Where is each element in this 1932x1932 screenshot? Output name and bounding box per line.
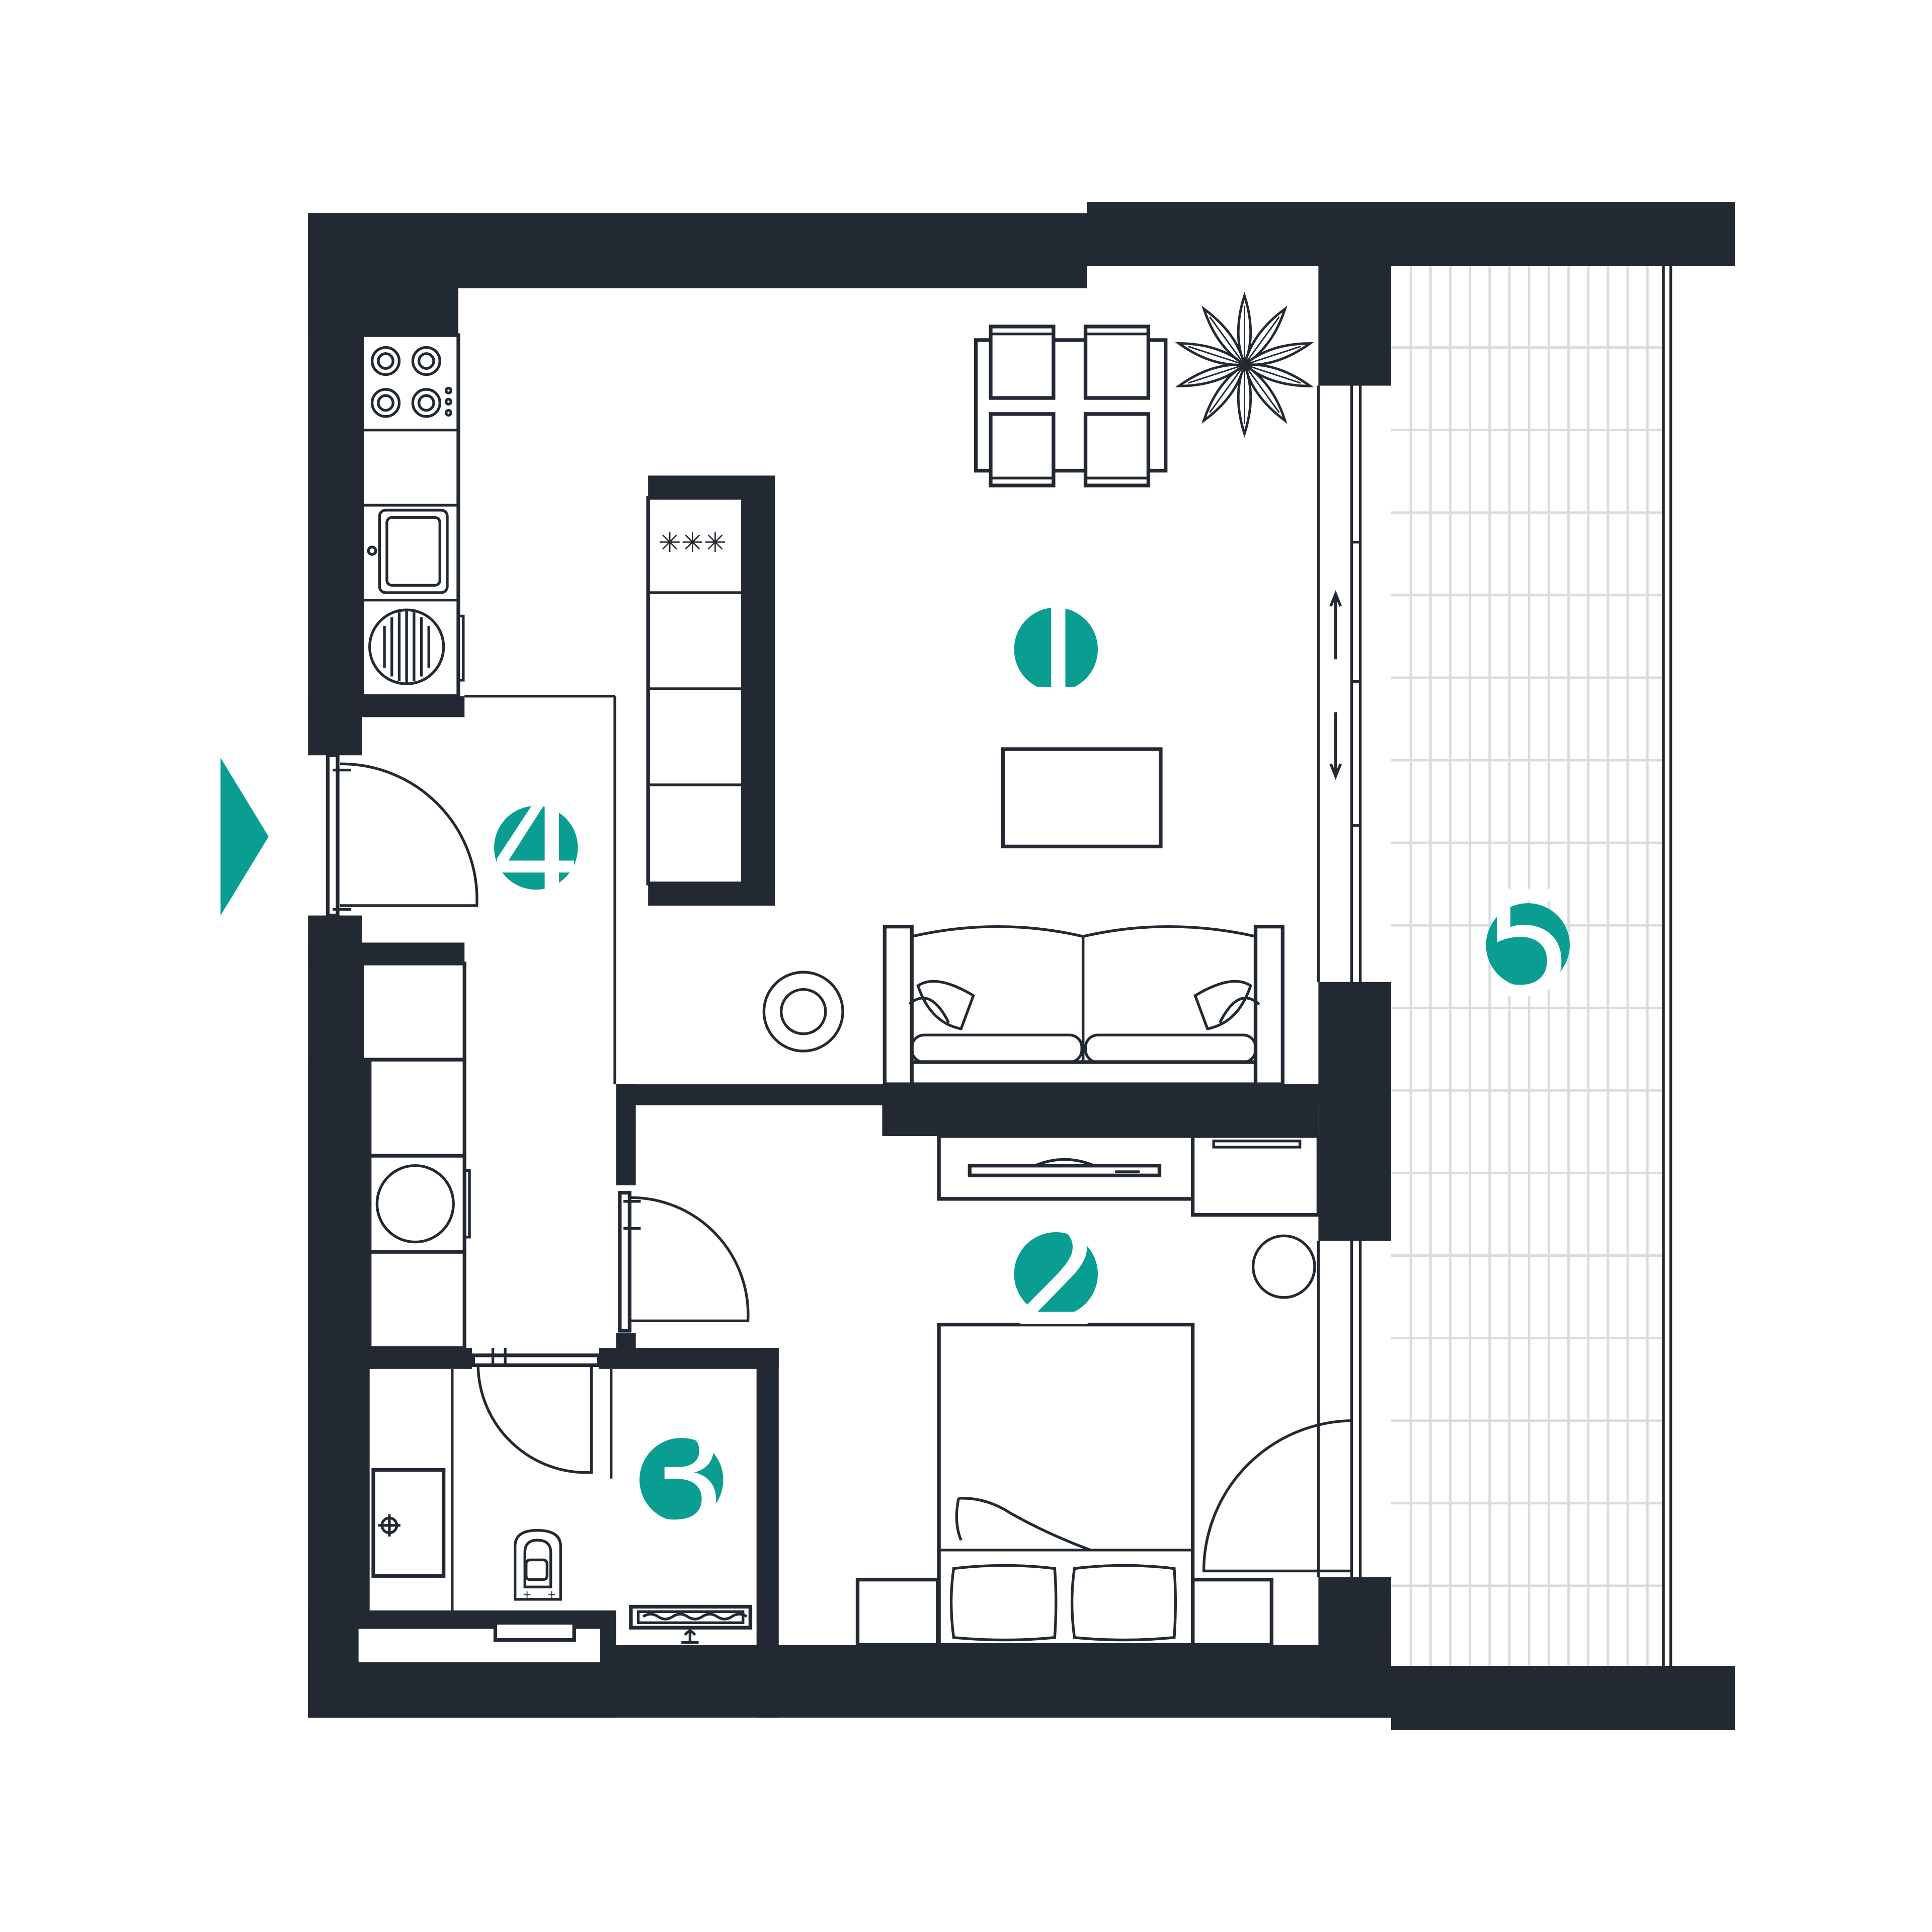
room-badge-5[interactable]: 5 — [1482, 860, 1574, 1029]
bedroom-stool — [1251, 1234, 1316, 1299]
plant-icon — [1175, 291, 1314, 438]
washing-machine-icon — [368, 608, 465, 685]
entrance-arrow-icon — [220, 758, 269, 916]
kitchen-island: ✳✳✳ — [646, 496, 745, 886]
room-number-3: 3 — [635, 1395, 728, 1564]
double-bed — [855, 1322, 1274, 1647]
hallway-cabinet — [360, 961, 471, 1350]
cooktop-icon: ✳✳✳ — [659, 527, 727, 558]
living-sliding-door[interactable] — [1317, 385, 1362, 982]
tv-unit — [937, 1134, 1195, 1201]
svg-text:+: + — [522, 1588, 531, 1601]
faucet-icon — [378, 1514, 400, 1537]
desk — [1190, 1134, 1321, 1217]
kitchen-counter — [360, 333, 465, 698]
entrance-door[interactable] — [326, 753, 478, 918]
bedroom-balcony-door[interactable] — [1202, 1241, 1362, 1577]
dryer-icon — [375, 1164, 455, 1244]
room-badge-2[interactable]: 2 — [1010, 1189, 1102, 1358]
shower-icon — [629, 1604, 753, 1644]
toilet-icon: + + — [493, 1528, 576, 1642]
sofa — [882, 924, 1285, 1086]
svg-text:+: + — [547, 1588, 556, 1601]
walls — [308, 202, 1735, 1730]
side-table — [762, 971, 844, 1053]
bathroom-door[interactable] — [471, 1348, 613, 1479]
room-badge-4[interactable]: 4 — [490, 763, 582, 932]
room-number-4: 4 — [490, 763, 582, 932]
dining-table — [974, 325, 1168, 488]
room-number-2: 2 — [1010, 1189, 1102, 1358]
sink-icon — [367, 509, 449, 594]
room-number-1: 1 — [1010, 565, 1102, 734]
coffee-table — [1001, 747, 1163, 849]
room-number-5: 5 — [1482, 860, 1574, 1029]
balcony-deck — [1391, 266, 1675, 1666]
room-badge-1[interactable]: 1 — [1010, 565, 1102, 734]
room-badge-3[interactable]: 3 — [635, 1395, 728, 1564]
bathroom-fixtures: + + — [371, 1369, 753, 1644]
stove-icon — [370, 346, 453, 418]
bedroom-door[interactable] — [618, 1190, 750, 1333]
